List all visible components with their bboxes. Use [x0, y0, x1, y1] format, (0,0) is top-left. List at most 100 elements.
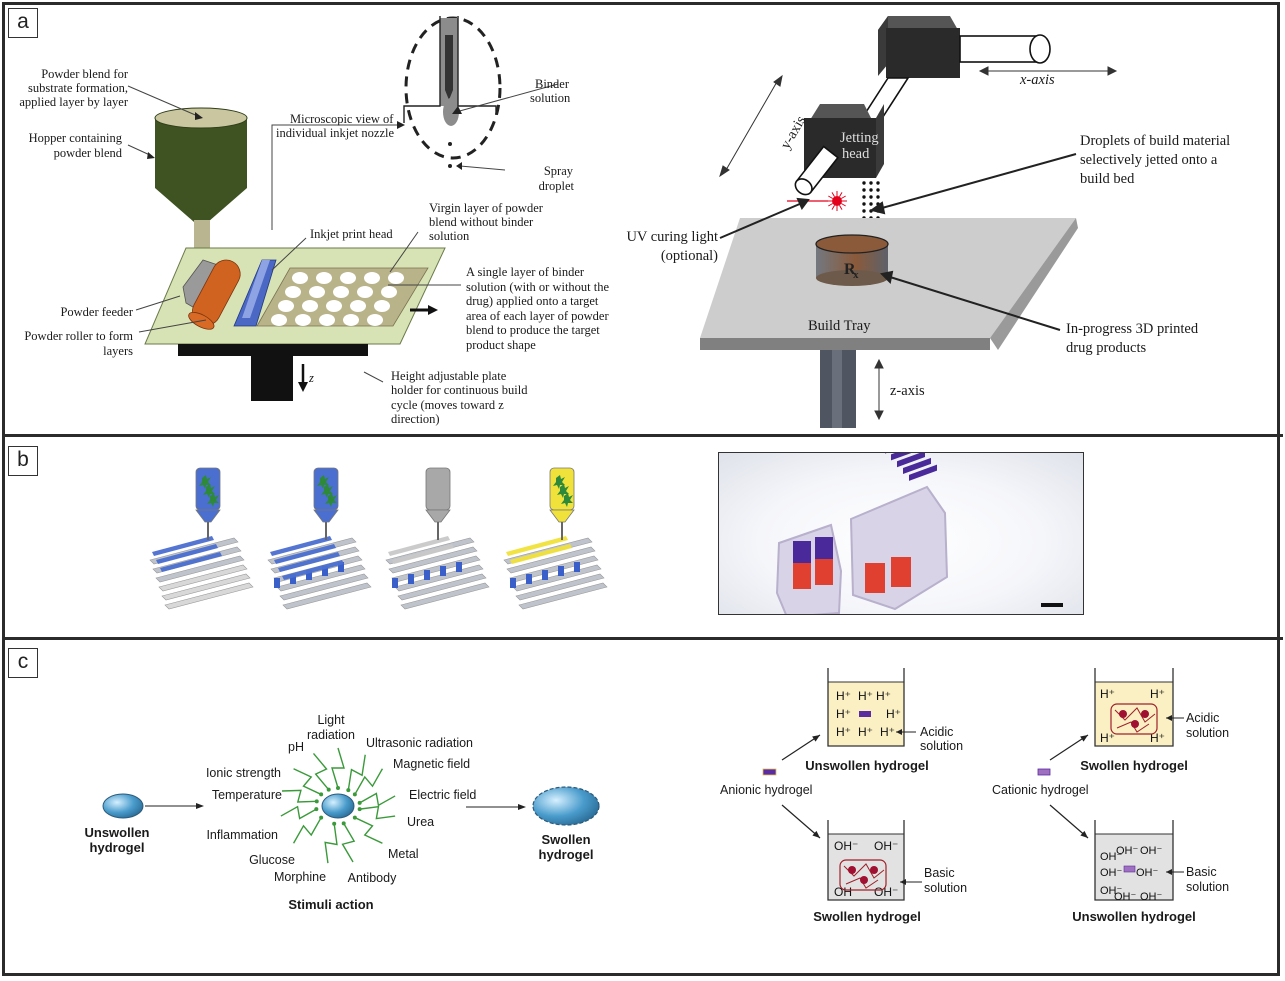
z-label: z: [308, 371, 314, 385]
droplets-label: Droplets of build material selectively j…: [1080, 133, 1230, 187]
jetting-head: Jetting head: [794, 104, 884, 196]
svg-text:Acidic: Acidic: [920, 725, 953, 739]
svg-text:H⁺: H⁺: [880, 725, 895, 739]
z-axis-label: z-axis: [890, 383, 925, 399]
anionic-acidic-beaker: H⁺H⁺H⁺H⁺H⁺H⁺H⁺H⁺: [827, 668, 905, 747]
anionic-bottom-caption: Swollen hydrogel: [813, 909, 921, 924]
panel-divider-bc: [2, 637, 1283, 640]
plate-post: [251, 356, 293, 401]
inkjet-print-head: [233, 259, 277, 327]
single-layer-label: A single layer of binder solution (with …: [466, 265, 610, 352]
svg-text:OH⁻: OH⁻: [1100, 867, 1123, 879]
binder-dot: [364, 272, 380, 284]
svg-text:H⁺: H⁺: [858, 689, 873, 703]
svg-text:blend to produce the target: blend to produce the target: [466, 323, 600, 337]
droplet: [862, 181, 866, 185]
droplet: [862, 188, 866, 192]
svg-text:Microscopic view of: Microscopic view of: [290, 112, 394, 126]
svg-text:Urea: Urea: [407, 815, 434, 829]
unswollen-hydrogel-label: Unswollen hydrogel: [84, 825, 149, 855]
svg-text:product shape: product shape: [466, 338, 536, 352]
powder-feeder-label: Powder feeder: [60, 305, 133, 319]
svg-text:cycle (moves toward z: cycle (moves toward z: [391, 398, 504, 412]
anionic-acidic-label: Acidic solution: [920, 725, 963, 753]
binder-dot: [381, 286, 397, 298]
svg-text:Morphine: Morphine: [274, 870, 326, 884]
material-jetting-diagram: Jetting head R x: [626, 16, 1230, 428]
svg-text:solution: solution: [429, 229, 470, 243]
svg-text:droplet: droplet: [539, 179, 575, 193]
svg-text:Swollen: Swollen: [541, 832, 590, 847]
stimulated-hydrogel-sphere: [321, 793, 355, 819]
svg-text:Metal: Metal: [388, 847, 419, 861]
svg-text:OH⁻: OH⁻: [1140, 845, 1163, 857]
svg-text:OH⁻: OH⁻: [834, 839, 858, 853]
svg-text:solution: solution: [530, 91, 571, 105]
binder-dot: [285, 286, 301, 298]
small-construct: [775, 523, 843, 614]
svg-text:substrate formation,: substrate formation,: [28, 81, 128, 95]
binder-solution-label: Binder solution: [530, 77, 571, 105]
svg-text:H⁺: H⁺: [1100, 687, 1115, 701]
droplet: [869, 188, 873, 192]
svg-text:Powder roller to form: Powder roller to form: [24, 329, 133, 343]
print-step-4: [503, 467, 608, 610]
svg-text:OH⁻: OH⁻: [874, 839, 898, 853]
print-step-1: [149, 467, 254, 610]
binder-dot: [340, 272, 356, 284]
binder-dot: [271, 314, 287, 326]
svg-text:individual inkjet nozzle: individual inkjet nozzle: [276, 126, 394, 140]
svg-text:drug) applied onto a target: drug) applied onto a target: [466, 294, 599, 308]
spray-droplet-label: Spray droplet: [539, 164, 575, 193]
binder-dot: [316, 272, 332, 284]
svg-text:Ultrasonic radiation: Ultrasonic radiation: [366, 736, 473, 750]
anionic-basic-label: Basic solution: [924, 866, 967, 895]
droplet: [869, 181, 873, 185]
hopper-label: Hopper containing powder blend: [29, 131, 123, 160]
svg-text:Height adjustable plate: Height adjustable plate: [391, 369, 507, 383]
build-material-droplets: [862, 181, 880, 220]
binder-dot: [350, 300, 366, 312]
stimulus-arrow: [312, 752, 330, 791]
svg-text:Antibody: Antibody: [348, 871, 397, 885]
svg-text:solution (with or without the: solution (with or without the: [466, 280, 610, 294]
svg-text:H⁺: H⁺: [836, 689, 851, 703]
microscopic-view-label: Microscopic view of individual inkjet no…: [276, 112, 394, 140]
droplet: [876, 188, 880, 192]
svg-text:Hopper containing: Hopper containing: [29, 131, 123, 145]
stimulus-arrow: [341, 823, 356, 863]
stimuli-action-title: Stimuli action: [288, 897, 373, 912]
svg-text:Electric field: Electric field: [409, 788, 476, 802]
build-tray-label: Build Tray: [808, 318, 871, 334]
svg-text:Acidic: Acidic: [1186, 711, 1219, 725]
cationic-basic-label: Basic solution: [1186, 865, 1229, 894]
binder-dot: [367, 314, 383, 326]
binder-dot: [309, 286, 325, 298]
panel-label-a: a: [8, 8, 38, 38]
svg-text:solution: solution: [1186, 726, 1229, 740]
anionic-top-caption: Unswollen hydrogel: [805, 758, 929, 773]
stimulus-arrow: [292, 817, 322, 844]
panel-label-b: b: [8, 446, 38, 476]
svg-text:pH: pH: [288, 740, 304, 754]
svg-text:H⁺: H⁺: [886, 707, 901, 721]
powder-blend-label: Powder blend for substrate formation, ap…: [19, 67, 128, 109]
binder-dot: [278, 300, 294, 312]
binder-dot: [302, 300, 318, 312]
svg-text:OH⁻: OH⁻: [1116, 845, 1139, 857]
svg-text:OH⁻: OH⁻: [874, 885, 898, 899]
svg-text:OH⁻: OH⁻: [1114, 891, 1137, 903]
cationic-basic-beaker: OH⁻OH⁻OH⁻OH⁻OH⁻OH⁻OH⁻OH⁻: [1094, 820, 1174, 903]
svg-text:layers: layers: [103, 344, 133, 358]
svg-text:A single layer of binder: A single layer of binder: [466, 265, 585, 279]
svg-text:Binder: Binder: [535, 77, 570, 91]
stimulus-arrow: [359, 805, 396, 820]
stimulus-arrow: [354, 768, 384, 795]
inkjet-nozzle: [403, 16, 497, 168]
droplet: [869, 195, 873, 199]
cationic-bottom-caption: Unswollen hydrogel: [1072, 909, 1196, 924]
panel-divider-ab: [2, 434, 1283, 437]
svg-text:head: head: [842, 146, 870, 162]
svg-text:H⁺: H⁺: [1100, 731, 1115, 745]
droplet: [862, 209, 866, 213]
